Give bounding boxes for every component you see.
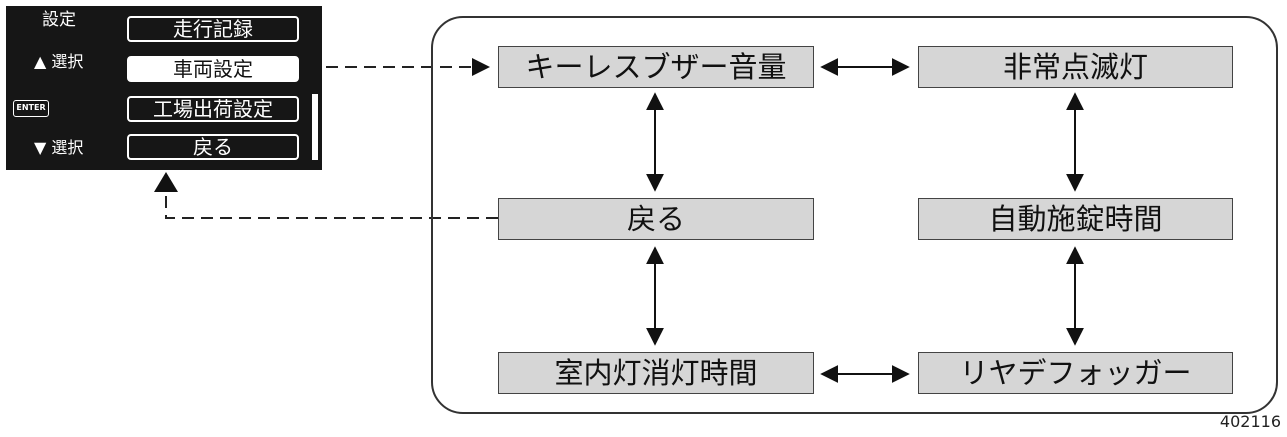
node-rear-defogger[interactable]: リヤデフォッガー	[918, 352, 1233, 394]
menu-item-vehicle-settings[interactable]: 車両設定	[127, 56, 299, 82]
menu-item-back[interactable]: 戻る	[127, 134, 299, 160]
node-auto-lock-time[interactable]: 自動施錠時間	[918, 198, 1233, 240]
node-keyless-buzzer-volume[interactable]: キーレスブザー音量	[498, 46, 814, 88]
node-hazard-lamp[interactable]: 非常点滅灯	[918, 46, 1233, 88]
figure-code: 402116	[1219, 412, 1281, 431]
enter-key-icon: ENTER	[13, 100, 49, 117]
lcd-scrollbar	[312, 94, 318, 160]
up-select-label: ▲ 選択	[34, 52, 84, 71]
settings-lcd-panel: 設定 ▲ 選択 ENTER ▼ 選択 走行記録 車両設定 工場出荷設定 戻る	[6, 6, 322, 170]
down-select-label: ▼ 選択	[34, 138, 84, 157]
return-arrowhead	[154, 172, 178, 192]
lcd-title: 設定	[42, 10, 76, 30]
arrowhead-to-keyless	[472, 58, 490, 76]
node-room-lamp-off-time[interactable]: 室内灯消灯時間	[498, 352, 814, 394]
menu-item-factory-settings[interactable]: 工場出荷設定	[127, 96, 299, 122]
dashed-return-link	[165, 191, 498, 219]
vehicle-settings-frame	[431, 16, 1278, 414]
node-back[interactable]: 戻る	[498, 198, 814, 240]
menu-item-travel-log[interactable]: 走行記録	[127, 16, 299, 42]
